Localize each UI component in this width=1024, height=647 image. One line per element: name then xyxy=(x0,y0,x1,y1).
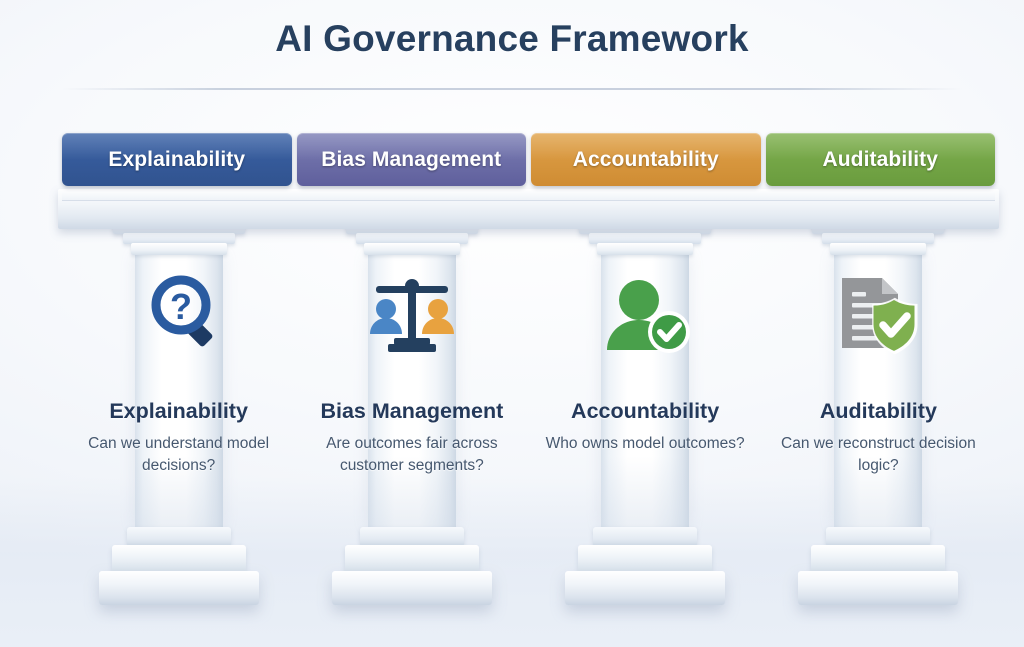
page-title: AI Governance Framework xyxy=(275,18,749,59)
pillar-bar-bias-management[interactable]: Bias Management xyxy=(296,133,526,186)
architrave-beam xyxy=(58,189,999,229)
pillar-bar-auditability[interactable]: Auditability xyxy=(765,133,995,186)
title-divider xyxy=(62,88,962,90)
pillar-bar-label: Auditability xyxy=(822,147,939,171)
magnifier-question-icon: ? xyxy=(127,272,231,358)
pillar-description: Can we reconstruct decision logic? xyxy=(781,434,976,474)
pillar-bar-label: Accountability xyxy=(572,147,719,171)
pillar-name: Auditability xyxy=(819,399,937,423)
pillar-description: Can we understand model decisions? xyxy=(88,434,270,474)
pillar-cell-explainability: ? Explainability Can we understand model… xyxy=(62,221,295,613)
pillar-bar-accountability[interactable]: Accountability xyxy=(531,133,761,186)
pillar-cell-accountability: Accountability Who owns model outcomes? xyxy=(529,221,762,613)
pillar-cell-auditability: Auditability Can we reconstruct decision… xyxy=(762,221,995,613)
pillar-bar-label: Bias Management xyxy=(321,147,502,171)
framework-diagram: Explainability Bias Management Accountab… xyxy=(58,133,999,613)
balance-scale-people-icon xyxy=(360,272,464,358)
pillar-name: Accountability xyxy=(571,399,720,423)
pillar-name: Bias Management xyxy=(320,399,504,423)
pillar-bar-explainability[interactable]: Explainability xyxy=(62,133,292,186)
svg-text:?: ? xyxy=(170,286,192,327)
pillar-bar-row: Explainability Bias Management Accountab… xyxy=(62,133,995,186)
person-check-icon xyxy=(593,272,697,358)
document-shield-check-icon xyxy=(826,272,930,358)
pillar-cell-bias-management: Bias Management Are outcomes fair across… xyxy=(295,221,528,613)
pillar-name: Explainability xyxy=(109,399,248,423)
pillar-bar-label: Explainability xyxy=(108,147,246,171)
page-title-container: AI Governance Framework xyxy=(0,18,1024,60)
pillar-description: Who owns model outcomes? xyxy=(545,434,745,452)
pillar-description: Are outcomes fair across customer segmen… xyxy=(326,434,498,474)
pillar-content-row: ? Explainability Can we understand model… xyxy=(62,221,995,613)
